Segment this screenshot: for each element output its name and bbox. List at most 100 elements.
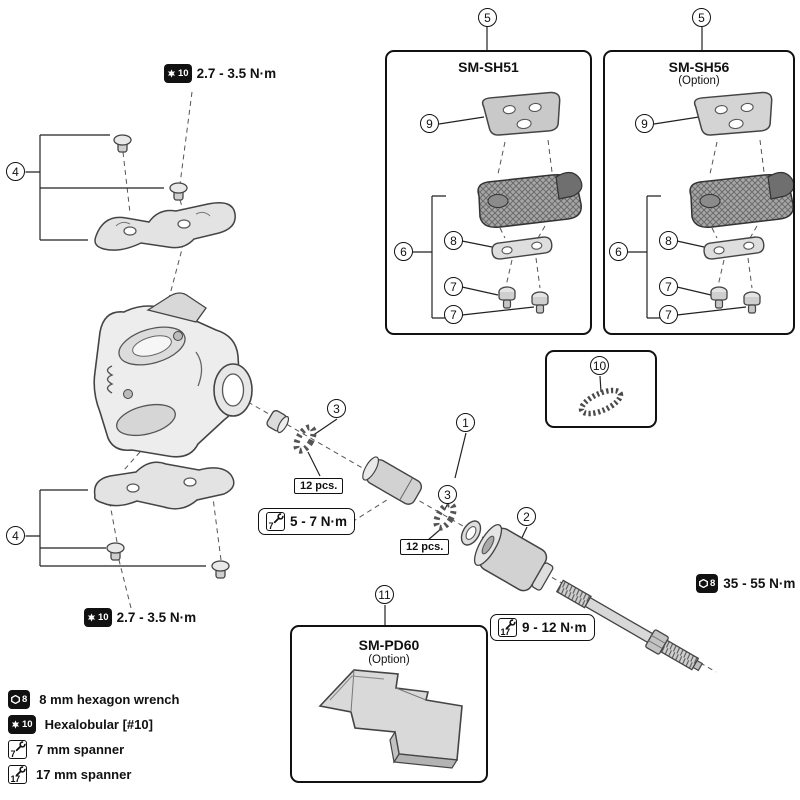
- torque-locknut: 17 9 - 12 N·m: [490, 614, 595, 641]
- pd60-title: SM-PD60: [358, 637, 420, 653]
- callout-9-sh51: 9: [420, 114, 439, 133]
- tool-size-label: 7: [10, 749, 16, 759]
- axle-part: [555, 579, 704, 672]
- torque-value: 5 - 7 N·m: [290, 514, 348, 529]
- sleeve-part: [362, 456, 423, 505]
- callout-7-sh56-a: 7: [659, 277, 678, 296]
- callout-2-body: 2: [517, 507, 536, 526]
- spanner-icon: 7: [8, 740, 27, 759]
- dust-cap-part: [266, 409, 290, 434]
- torque-cleat-bottom: 10 2.7 - 3.5 N·m: [84, 608, 196, 627]
- torque-value: 2.7 - 3.5 N·m: [196, 66, 277, 81]
- tool-size-label: 8: [710, 577, 716, 589]
- tool-size-label: 10: [178, 67, 189, 79]
- sh56-cleat-plate: [693, 91, 773, 136]
- callout-4-adapter-bottom: 4: [6, 526, 25, 545]
- sh51-bolt-b: [531, 291, 549, 314]
- legend-label: 8 mm hexagon wrench: [39, 692, 180, 707]
- tool-size-label: 17: [500, 627, 511, 637]
- legend-item-7mm-spanner: 7 7 mm spanner: [8, 740, 124, 759]
- hexalobular-icon: 10: [8, 715, 36, 734]
- callout-5-sh56: 5: [692, 8, 711, 27]
- sh56-bolt-a: [710, 286, 728, 309]
- torque-value: 9 - 12 N·m: [522, 620, 587, 635]
- sh56-box: SM-SH56 (Option): [603, 50, 795, 335]
- legend-item-hexalobular: 10 Hexalobular [#10]: [8, 715, 153, 734]
- legend-item-hexagon-wrench: 8 8 mm hexagon wrench: [8, 690, 179, 709]
- callout-3-bearing-b: 3: [438, 485, 457, 504]
- wrench-glyph: [505, 619, 516, 630]
- callout-1-axle: 1: [456, 413, 475, 432]
- callout-11-pd60: 11: [375, 585, 394, 604]
- pedal-body-drawing: [93, 292, 253, 458]
- callout-9-sh56: 9: [635, 114, 654, 133]
- callout-3-bearing-a: 3: [327, 399, 346, 418]
- callout-7-sh51-a: 7: [444, 277, 463, 296]
- sh51-pedal-pad: [477, 171, 583, 229]
- chain-box: [545, 350, 657, 428]
- hexagon-wrench-icon: 8: [696, 574, 719, 593]
- wrench-glyph: [273, 513, 284, 524]
- sh56-parts-drawing: [689, 91, 795, 314]
- cleat-fixing-bolt-top-b: [169, 182, 188, 201]
- tool-size-label: 17: [10, 774, 21, 784]
- sh56-bolt-b: [743, 291, 761, 314]
- torque-axle: 8 35 - 55 N·m: [696, 574, 795, 593]
- tool-size-label: 8: [22, 693, 28, 705]
- callout-5-sh51: 5: [478, 8, 497, 27]
- callout-7-sh51-b: 7: [444, 305, 463, 324]
- sh51-washer-plate: [491, 236, 553, 260]
- pcs-note-b: 12 pcs.: [400, 539, 450, 555]
- cone-part: [460, 520, 482, 546]
- cleat-fixing-bolt-bottom-b: [211, 560, 230, 579]
- spanner-icon: 17: [498, 618, 517, 637]
- torx-glyph: [167, 69, 176, 78]
- tool-size-label: 7: [268, 521, 274, 531]
- torque-value: 2.7 - 3.5 N·m: [116, 610, 197, 625]
- hexagon-wrench-icon: 8: [8, 690, 31, 709]
- cleat-adapter-bottom-drawing: [93, 461, 235, 510]
- callout-6-sh56: 6: [609, 242, 628, 261]
- legend-item-17mm-spanner: 17 17 mm spanner: [8, 765, 131, 784]
- sh51-bolt-a: [498, 286, 516, 309]
- callout-7-sh56-b: 7: [659, 305, 678, 324]
- sh56-title: SM-SH56: [668, 59, 730, 75]
- torx-glyph: [87, 613, 96, 622]
- cleat-fixing-bolt-bottom-a: [106, 542, 125, 561]
- cleat-adapter-top-drawing: [94, 202, 236, 251]
- legend-label: 17 mm spanner: [36, 767, 132, 782]
- torx-glyph: [11, 720, 20, 729]
- sh51-cleat-plate: [481, 91, 561, 136]
- spanner-icon: 7: [266, 512, 285, 531]
- chain-link-part: [578, 387, 624, 417]
- spanner-icon: 17: [8, 765, 27, 784]
- sh51-title: SM-SH51: [458, 59, 519, 75]
- hexalobular-icon: 10: [84, 608, 112, 627]
- bearing-balls-b-part: [433, 501, 457, 531]
- torque-sleeve: 7 5 - 7 N·m: [258, 508, 356, 535]
- legend-label: 7 mm spanner: [36, 742, 125, 757]
- wrench-glyph: [15, 741, 26, 752]
- sh56-pedal-pad: [689, 171, 795, 229]
- cleat-fixing-bolt-top-a: [113, 134, 132, 153]
- callout-6-sh51: 6: [394, 242, 413, 261]
- tool-size-label: 10: [98, 611, 109, 623]
- hexagon-glyph: [699, 579, 708, 588]
- sh56-subtitle: (Option): [678, 75, 720, 87]
- legend-label: Hexalobular [#10]: [44, 717, 153, 732]
- callout-4-adapter-top: 4: [6, 162, 25, 181]
- pcs-note-a: 12 pcs.: [294, 478, 344, 494]
- sh56-washer-plate: [703, 236, 765, 260]
- sh51-parts-drawing: [477, 91, 583, 314]
- callout-8-sh51: 8: [444, 231, 463, 250]
- pd60-subtitle: (Option): [368, 654, 410, 666]
- hexagon-glyph: [11, 695, 20, 704]
- pd60-box: SM-PD60 (Option): [290, 625, 488, 783]
- tool-size-label: 10: [22, 718, 33, 730]
- wrench-glyph: [15, 766, 26, 777]
- sh51-box: SM-SH51: [385, 50, 592, 335]
- hexalobular-icon: 10: [164, 64, 192, 83]
- callout-10-chain: 10: [590, 356, 609, 375]
